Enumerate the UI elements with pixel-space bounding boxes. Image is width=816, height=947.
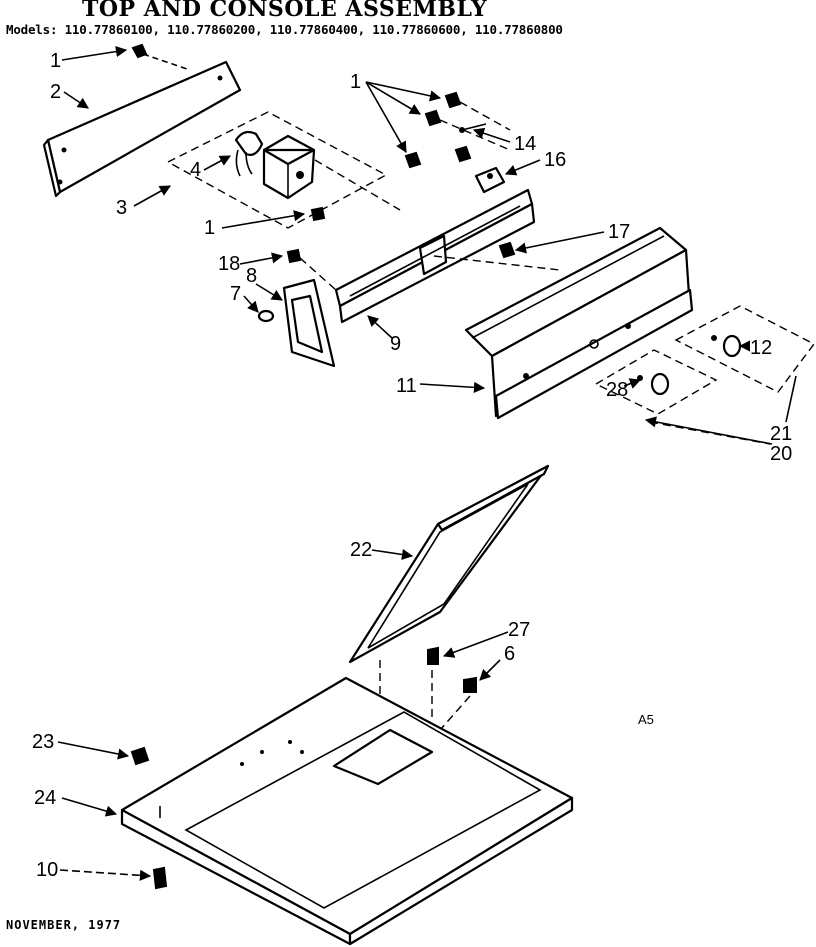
callout-23: 23	[32, 731, 54, 753]
diagram-title: TOP AND CONSOLE ASSEMBLY	[82, 0, 488, 22]
callout-12: 12	[750, 337, 772, 359]
part-2-back-panel	[42, 60, 242, 198]
diagram-code: A5	[638, 712, 654, 727]
callout-17: 17	[608, 221, 630, 243]
part-11-console	[433, 226, 694, 420]
part-24-top	[120, 676, 574, 946]
model-numbers: Models: 110.77860100, 110.77860200, 110.…	[6, 22, 563, 37]
callout-2: 2	[50, 81, 61, 103]
callout-22: 22	[350, 539, 372, 561]
callout-4: 4	[190, 159, 201, 181]
footer-date: NOVEMBER, 1977	[6, 918, 122, 932]
callout-6: 6	[504, 643, 515, 665]
callout-labels: 1 2 3 4 1 1 14 16 17 18 8 7 9 11 12 28 2…	[32, 50, 792, 881]
part-12-knob	[674, 305, 816, 393]
part-27-screw	[427, 646, 439, 720]
timer-motor	[262, 134, 401, 211]
part-23-clip	[130, 746, 150, 766]
part-4-switch	[234, 130, 264, 177]
callout-1-plate: 1	[204, 217, 215, 239]
part-9-rail	[299, 188, 536, 324]
part-16-bracket	[474, 166, 506, 194]
callout-8: 8	[246, 265, 257, 287]
part-1-screws-top-right	[404, 91, 511, 169]
callout-10: 10	[36, 859, 58, 881]
callout-16: 16	[544, 149, 566, 171]
part-1-screw-plate	[310, 206, 326, 222]
callout-28: 28	[606, 379, 628, 401]
part-7-knob	[257, 309, 275, 323]
part-14-spring	[459, 123, 487, 133]
part-1-screw-top-left	[131, 43, 191, 71]
part-8-bezel	[282, 278, 336, 368]
part-10-screw	[152, 866, 168, 890]
callout-27: 27	[508, 619, 530, 641]
callout-14: 14	[514, 133, 536, 155]
callout-9: 9	[390, 333, 401, 355]
part-17-screw	[498, 241, 516, 259]
part-6-fastener	[439, 676, 477, 731]
part-18-screw	[286, 248, 302, 264]
callout-24: 24	[34, 787, 56, 809]
leader-lines	[57, 46, 773, 881]
callout-21: 21	[770, 423, 792, 445]
callout-7: 7	[230, 283, 241, 305]
callout-1: 1	[50, 50, 61, 72]
callout-20: 20	[770, 443, 792, 465]
callout-3: 3	[116, 197, 127, 219]
callout-11: 11	[396, 375, 417, 397]
part-28-knob	[594, 349, 718, 415]
callout-1-top: 1	[350, 71, 361, 93]
part-22-lid	[348, 464, 550, 740]
callout-18: 18	[218, 253, 240, 275]
